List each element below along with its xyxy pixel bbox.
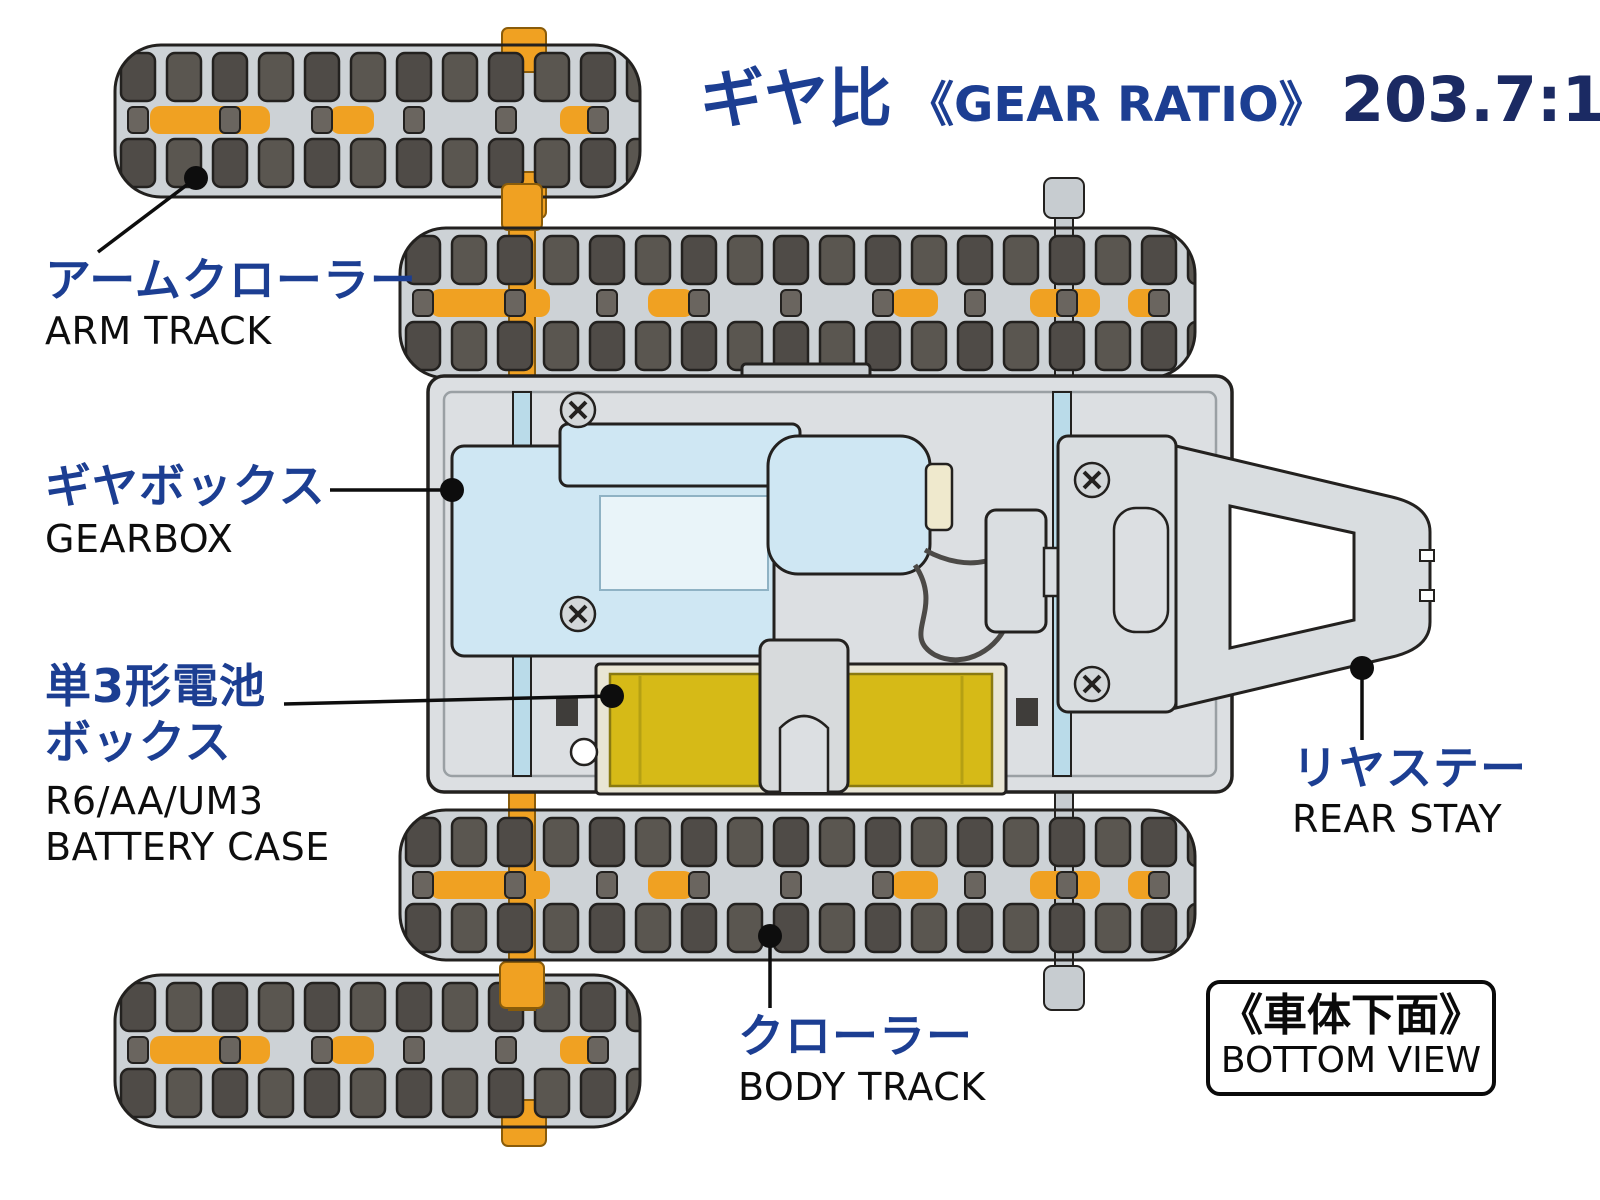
screw-icon [559, 391, 597, 429]
battery-label-jp-1: 単3形電池 [45, 659, 267, 713]
chassis-illustration [426, 362, 1234, 796]
screw-icon [1073, 461, 1111, 499]
arm-track-label-jp: アームクローラー [45, 253, 417, 307]
battery-label-en-1: R6/AA/UM3 [45, 779, 264, 823]
chassis-hole [569, 737, 599, 767]
bottom-view-label-jp: 《車体下面》 [1219, 990, 1483, 1041]
bottom-view-box: 《車体下面》 BOTTOM VIEW [1206, 980, 1496, 1096]
body-track-bottom-illustration [398, 787, 1197, 1011]
body-track-top-illustration [398, 177, 1197, 383]
rear-stay-label-jp: リヤステー [1292, 741, 1527, 795]
gear-ratio-heading: ギヤ比 《GEAR RATIO》 203.7:1 [700, 48, 1600, 140]
gear-ratio-label-en: 《GEAR RATIO》 [906, 77, 1327, 133]
gearbox-label-jp: ギヤボックス [45, 459, 326, 513]
rear-stay-label-en: REAR STAY [1292, 797, 1503, 841]
screw-icon [559, 595, 597, 633]
battery-contact-right [1016, 698, 1038, 726]
motor-illustration [766, 434, 954, 576]
center-post [758, 638, 850, 794]
bottom-view-label-en: BOTTOM VIEW [1220, 1040, 1482, 1082]
battery-contact-left [556, 698, 578, 726]
gear-ratio-label-jp: ギヤ比 [700, 63, 892, 137]
switch-illustration [984, 508, 1062, 634]
gear-ratio-value: 203.7:1 [1340, 63, 1600, 136]
screw-icon [1073, 665, 1111, 703]
battery-label-en-2: BATTERY CASE [45, 825, 330, 869]
body-track-label-jp: クローラー [738, 1009, 973, 1063]
arm-track-bottom-illustration [113, 973, 642, 1147]
leader-lines [96, 176, 1364, 1008]
gearbox-illustration [450, 422, 802, 658]
arm-track-label-en: ARM TRACK [45, 309, 272, 353]
rear-stay-illustration [1056, 434, 1435, 714]
battery-label-jp-2: ボックス [45, 715, 232, 769]
body-track-label-en: BODY TRACK [738, 1065, 986, 1109]
leader-dots [184, 166, 1374, 948]
gearbox-label-en: GEARBOX [45, 517, 234, 561]
